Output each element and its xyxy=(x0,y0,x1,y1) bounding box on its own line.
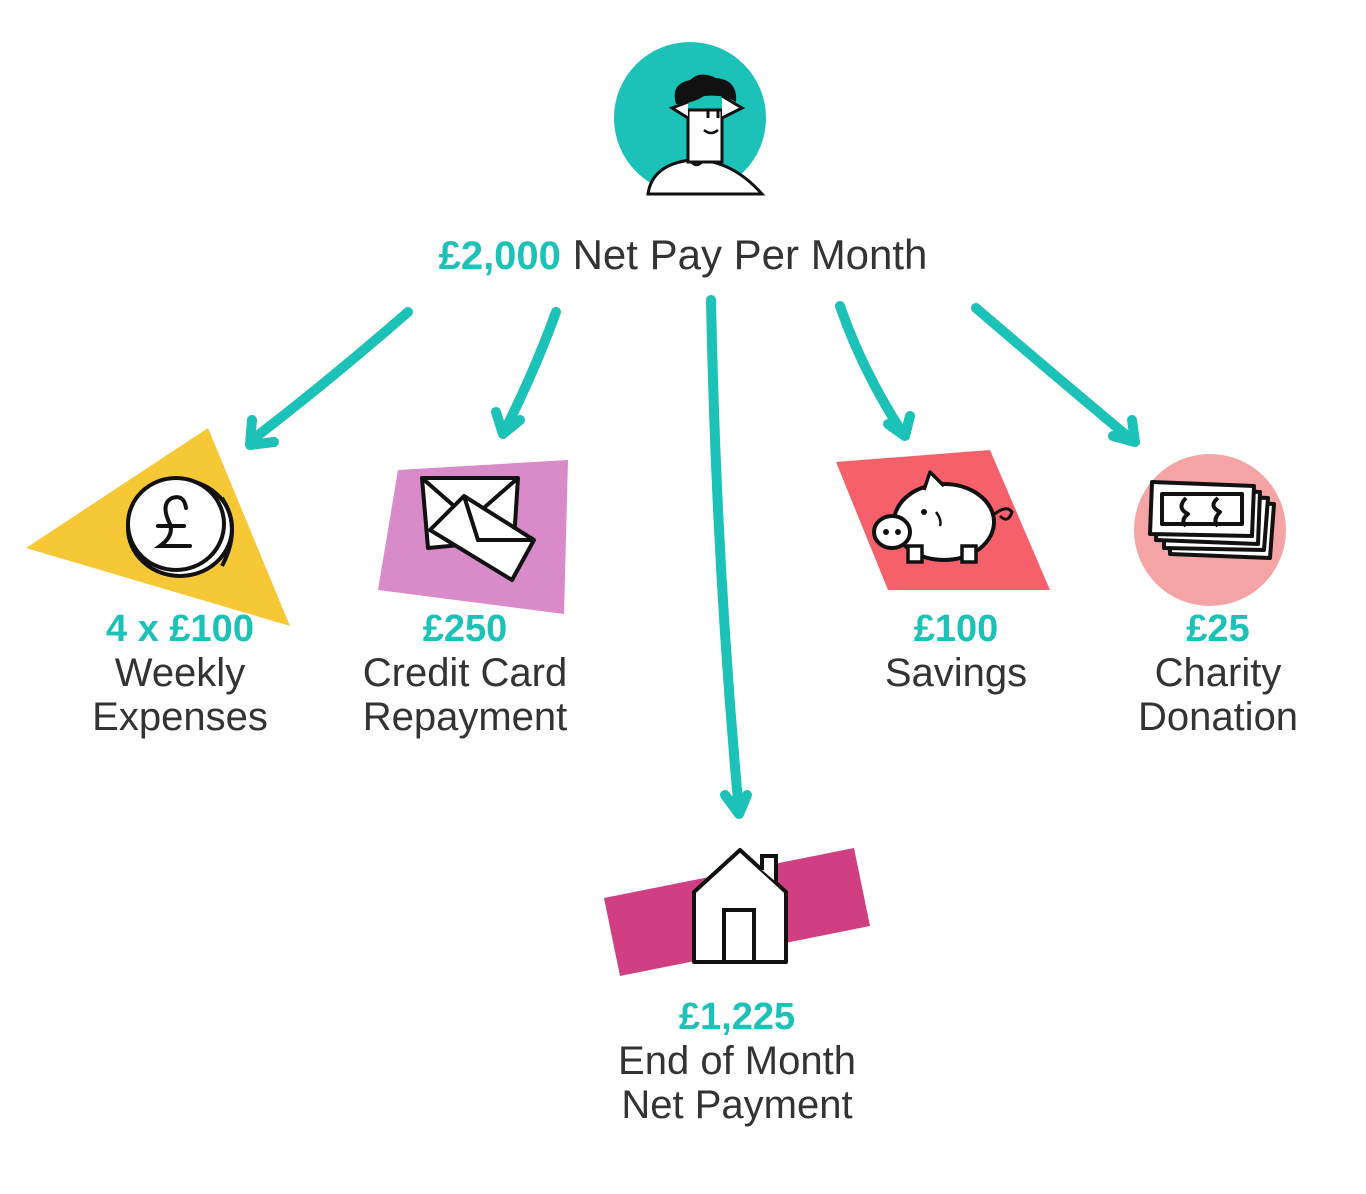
net-pay-amount: £2,000 xyxy=(438,234,561,278)
arrow-to-charity xyxy=(971,303,1140,447)
net-pay-headline: £2,000 Net Pay Per Month xyxy=(0,231,1366,279)
savings-line1: Savings xyxy=(884,650,1028,695)
charity-line2: Donation xyxy=(1137,695,1299,740)
charity-graphic xyxy=(1134,454,1286,606)
pound-coin-icon xyxy=(126,476,234,578)
charity-amount: £25 xyxy=(1186,608,1250,650)
savings-amount: £100 xyxy=(913,608,999,650)
weekly-expenses-graphic xyxy=(26,428,290,626)
credit-card-label: £250 Credit Card Repayment xyxy=(315,608,615,740)
charity-line1: Charity xyxy=(1154,650,1282,695)
arrow-to-credit-card xyxy=(491,307,561,439)
house-icon xyxy=(692,848,788,964)
net-payment-label: £1,225 End of Month Net Payment xyxy=(580,996,894,1128)
piggy-bank-icon xyxy=(872,470,1014,564)
net-payment-graphic xyxy=(604,848,870,976)
arrow-to-net-payment xyxy=(706,295,752,819)
arrow-to-savings xyxy=(835,301,915,441)
banknotes-icon xyxy=(1148,480,1276,560)
net-payment-line1: End of Month xyxy=(618,1038,856,1083)
weekly-expenses-amount: 4 x £100 xyxy=(106,608,254,650)
weekly-expenses-line1: Weekly xyxy=(114,650,246,695)
net-pay-text: Net Pay Per Month xyxy=(572,231,928,278)
credit-card-amount: £250 xyxy=(422,608,508,650)
credit-card-line1: Credit Card xyxy=(362,650,568,695)
net-payment-amount: £1,225 xyxy=(678,996,796,1038)
credit-card-line2: Repayment xyxy=(362,695,568,740)
savings-graphic xyxy=(836,450,1050,590)
weekly-expenses-line2: Expenses xyxy=(92,695,268,740)
arrow-to-weekly-expenses xyxy=(245,307,413,450)
credit-card-graphic xyxy=(378,460,568,614)
charity-label: £25 Charity Donation xyxy=(1090,608,1346,740)
net-payment-line2: Net Payment xyxy=(621,1083,853,1128)
savings-label: £100 Savings xyxy=(836,608,1076,695)
person-avatar-icon xyxy=(614,42,766,196)
envelopes-icon xyxy=(420,476,536,582)
weekly-expenses-label: 4 x £100 Weekly Expenses xyxy=(40,608,320,740)
